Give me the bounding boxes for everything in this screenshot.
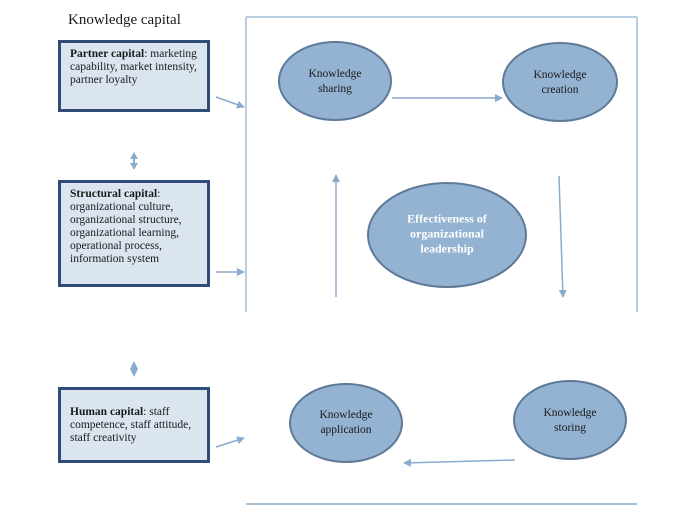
label-line: leadership <box>420 241 474 256</box>
leadership-effectiveness-node <box>367 182 527 288</box>
label-line: sharing <box>318 83 352 95</box>
leadership-effectiveness-label: Effectiveness of organizational leadersh… <box>407 212 487 257</box>
storing-to-application-arrow <box>403 458 516 467</box>
knowledge-creation-node <box>502 42 618 122</box>
double-arrow-icon <box>130 152 138 170</box>
knowledge-sharing-node <box>278 41 392 121</box>
human-capital-box: Human capital: staff competence, staff a… <box>58 387 210 463</box>
label-line: application <box>320 424 372 436</box>
knowledge-application-node <box>289 383 403 463</box>
label-line: Knowledge <box>533 69 587 81</box>
knowledge-sharing-label: Knowledge sharing <box>308 67 361 97</box>
partner-capital-description: : marketing capability, market intensity… <box>70 48 197 86</box>
partner-arrow <box>215 96 245 109</box>
human-arrow <box>215 436 245 448</box>
diagram-title: Knowledge capital <box>68 12 181 28</box>
knowledge-storing-node <box>513 380 627 460</box>
structural-capital-box: Structural capital: organizational cultu… <box>58 180 210 287</box>
label-line: Knowledge <box>543 407 597 419</box>
label-line: storing <box>554 422 586 434</box>
knowledge-storing-label: Knowledge storing <box>543 406 596 436</box>
human-capital-description: : staff competence, staff attitude, staf… <box>70 406 192 444</box>
knowledge-application-label: Knowledge application <box>319 408 372 438</box>
label-line: creation <box>541 84 579 96</box>
structural-capital-name: Structural capital <box>70 188 158 200</box>
partner-capital-box: Partner capital: marketing capability, m… <box>58 40 210 112</box>
structural-capital-description: : organizational culture, organizational… <box>70 188 182 265</box>
label-line: Knowledge <box>308 68 362 80</box>
diamond-icon <box>130 361 138 377</box>
knowledge-creation-label: Knowledge creation <box>533 68 586 98</box>
human-capital-name: Human capital <box>70 406 144 418</box>
label-line: organizational <box>409 226 484 241</box>
creation-to-storing-arrow <box>558 175 567 298</box>
label-line: Knowledge <box>319 409 373 421</box>
partner-capital-name: Partner capital <box>70 48 145 60</box>
label-line: Effectiveness of <box>407 211 487 226</box>
